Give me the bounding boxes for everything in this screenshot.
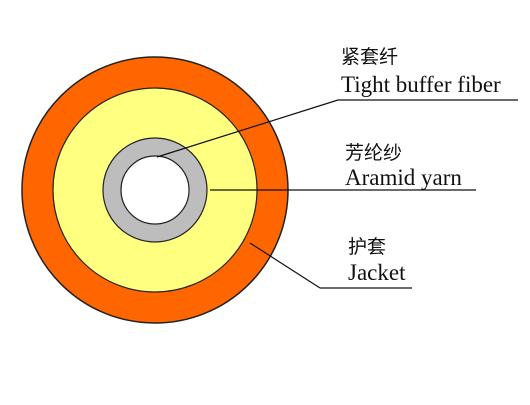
tight-buffer-label-zh: 紧套纤 (341, 46, 398, 68)
fiber-core (120, 155, 190, 225)
tight-buffer-leader-line (156, 99, 339, 158)
aramid-label-en: Aramid yarn (345, 165, 462, 190)
aramid-label-zh: 芳纶纱 (345, 142, 402, 164)
tight-buffer-label-en: Tight buffer fiber (341, 72, 501, 97)
jacket-label-en: Jacket (348, 260, 406, 285)
jacket-leader-line (249, 242, 321, 289)
jacket-label-zh: 护套 (348, 236, 386, 258)
